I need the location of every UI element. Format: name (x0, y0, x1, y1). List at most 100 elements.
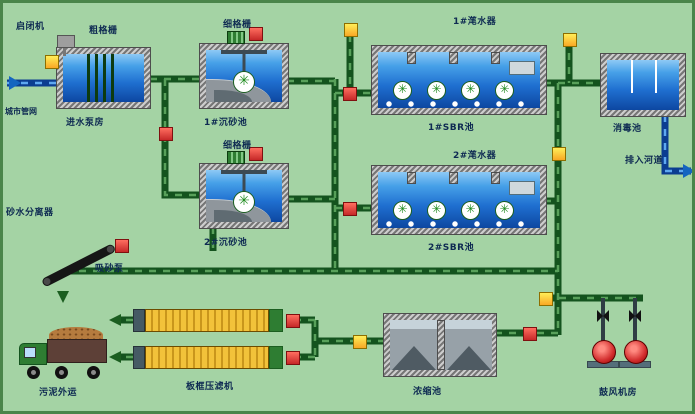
label-grit-tank-2: 2#沉砂池 (204, 238, 248, 248)
instrument-sbr2-inlet[interactable] (343, 202, 357, 216)
blower-1[interactable] (592, 340, 616, 364)
label-coarse-screen: 粗格栅 (89, 26, 118, 36)
sbr1-pillar (407, 52, 417, 64)
decanter-2-device[interactable] (509, 181, 535, 195)
instrument-sbr1-inlet[interactable] (343, 87, 357, 101)
valve-bowtie-icon[interactable] (597, 310, 641, 322)
inlet-pump-house-tank (56, 47, 151, 109)
label-sludge-transport: 污泥外运 (39, 388, 78, 398)
label-grit-tank-1: 1#沉砂池 (204, 118, 248, 128)
press2-end-cap (133, 346, 145, 369)
sbr2-aerator-icon[interactable]: ✳ (393, 201, 412, 220)
valve-main-vertical[interactable] (552, 147, 566, 161)
grit1-water: ✳ (206, 50, 282, 102)
label-thickener: 浓缩池 (413, 387, 442, 397)
label-decanter-2: 2#滗水器 (453, 151, 497, 161)
truck-cab (19, 343, 47, 365)
filter-press-2[interactable] (133, 346, 283, 369)
grit2-shaft (242, 173, 246, 193)
press1-feed-pump[interactable] (286, 314, 300, 328)
thickener-divider (437, 320, 445, 370)
sbr2-diffusers (386, 221, 532, 227)
label-sand-water-separator: 砂水分离器 (6, 208, 54, 218)
sbr2-aerator-icon[interactable]: ✳ (427, 201, 446, 220)
sbr2-pillar (449, 172, 459, 184)
valve-thickener-outlet[interactable] (353, 335, 367, 349)
sbr2-aerator-icon[interactable]: ✳ (495, 201, 514, 220)
sbr-tank-1 (371, 45, 547, 115)
pipes-layer (3, 3, 692, 363)
thickener-funnel-2 (446, 346, 491, 370)
thickener-cell-1 (390, 320, 437, 370)
label-blower-room: 鼓风机房 (599, 388, 638, 398)
label-fine-screen-2: 细格栅 (223, 141, 252, 151)
fine-screen-2-icon[interactable] (227, 151, 245, 164)
instrument-grit1[interactable] (249, 27, 263, 41)
grit-tank-2: ✳ (199, 163, 289, 229)
gate-hoist-icon[interactable] (57, 35, 75, 48)
decanter-1-device[interactable] (509, 61, 535, 75)
pump-house-water (63, 54, 144, 102)
fine-screen-1-icon[interactable] (227, 31, 245, 44)
press2-plates (145, 346, 269, 369)
label-gate-hoist: 启闭机 (16, 22, 45, 32)
pump-house-gate-valve[interactable] (45, 55, 59, 69)
filter-press-1[interactable] (133, 309, 283, 332)
label-decanter-1: 1#滗水器 (453, 17, 497, 27)
press1-head (269, 309, 283, 332)
grit1-bridge (221, 50, 267, 54)
instrument-grit-feed[interactable] (159, 127, 173, 141)
truck-window (24, 347, 36, 358)
sbr2-aerator-icon[interactable]: ✳ (461, 201, 480, 220)
sbr1-aerator-icon[interactable]: ✳ (495, 81, 514, 100)
label-disinfection-tank: 消毒池 (613, 124, 642, 134)
press2-feed-pump[interactable] (286, 351, 300, 365)
sand-suction-pump[interactable] (115, 239, 129, 253)
sbr2-pillar (407, 172, 417, 184)
disinfection-tank (600, 53, 686, 117)
valve-sbr1-riser[interactable] (344, 23, 358, 37)
instrument-thickener-inlet[interactable] (523, 327, 537, 341)
label-filter-press: 板框压滤机 (186, 382, 234, 392)
sbr-tank-2 (371, 165, 547, 235)
sbr1-pillar (449, 52, 459, 64)
thickener-tank (383, 313, 497, 377)
label-discharge-to-river: 排入河道 (625, 156, 664, 166)
label-sand-suction-pump: 吸砂泵 (95, 264, 124, 274)
sbr1-diffusers (386, 101, 532, 107)
sbr2-pillar (491, 172, 501, 184)
grit1-shaft (242, 53, 246, 73)
blower-2[interactable] (624, 340, 648, 364)
thickener-cell-2 (445, 320, 492, 370)
outlet-flow-arrow-icon (683, 164, 692, 178)
press1-discharge-arrow-icon (109, 314, 121, 326)
sludge-truck (19, 327, 111, 379)
sbr1-aerator-icon[interactable]: ✳ (461, 81, 480, 100)
grit-tank-1: ✳ (199, 43, 289, 109)
inlet-flow-arrow-icon (9, 76, 21, 90)
valve-air-header[interactable] (539, 292, 553, 306)
disinfection-water (607, 60, 679, 110)
sbr1-aerator-icon[interactable]: ✳ (393, 81, 412, 100)
press2-head (269, 346, 283, 369)
truck-wheel (55, 366, 68, 379)
press1-end-cap (133, 309, 145, 332)
label-inlet-pump-house: 进水泵房 (66, 118, 105, 128)
label-sbr-tank-1: 1#SBR池 (428, 123, 475, 133)
label-fine-screen-1: 细格栅 (223, 20, 252, 30)
instrument-grit2[interactable] (249, 147, 263, 161)
disinfection-baffle (630, 60, 633, 93)
valve-disinfect-inlet[interactable] (563, 33, 577, 47)
grit2-bridge (221, 170, 267, 174)
grit1-impeller-icon[interactable]: ✳ (233, 71, 255, 93)
sand-drop-arrow-icon (57, 291, 69, 303)
truck-wheel (27, 366, 40, 379)
disinfection-baffle (654, 60, 657, 93)
hoist-stem (63, 46, 66, 56)
sbr1-aerator-icon[interactable]: ✳ (427, 81, 446, 100)
label-city-network: 城市管网 (5, 107, 37, 116)
press1-plates (145, 309, 269, 332)
grit2-impeller-icon[interactable]: ✳ (233, 191, 255, 213)
truck-wheel (87, 366, 100, 379)
